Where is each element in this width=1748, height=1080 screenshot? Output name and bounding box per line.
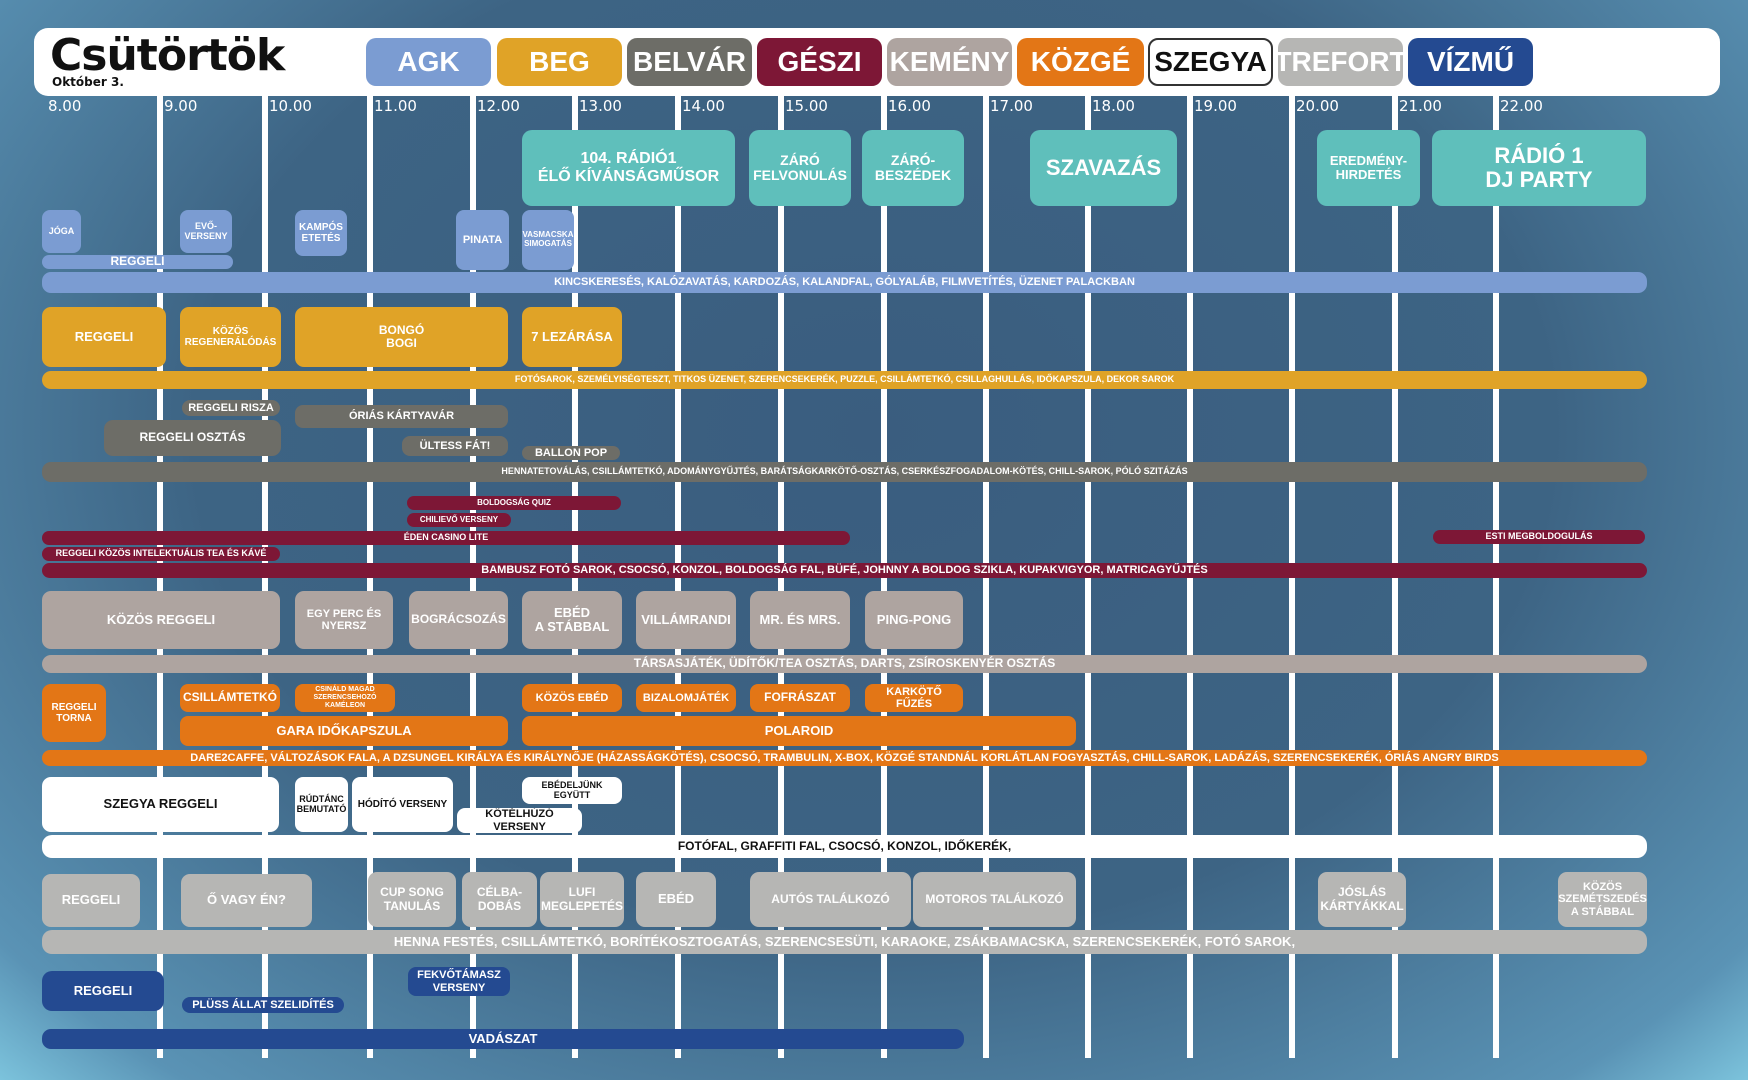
event-belvár-23[interactable]: HENNATETOVÁLÁS, CSILLÁMTETKÓ, ADOMÁNYGYŰ… — [42, 462, 1647, 482]
event-common-3[interactable]: SZAVAZÁS — [1030, 130, 1177, 206]
event-trefort-62[interactable]: JÓSLÁS KÁRTYÁKKAL — [1318, 872, 1406, 927]
day-title: Csütörtök — [50, 30, 285, 81]
event-közgé-41[interactable]: KÖZÖS EBÉD — [522, 684, 622, 712]
event-gészi-25[interactable]: CHILIEVŐ VERSENY — [407, 513, 511, 527]
event-trefort-63[interactable]: KÖZÖS SZEMÉTSZEDÉS A STÁBBAL — [1558, 872, 1647, 927]
event-common-1[interactable]: ZÁRÓ FELVONULÁS — [749, 130, 851, 206]
event-közgé-43[interactable]: FOFRÁSZAT — [750, 684, 850, 712]
event-agk-10[interactable]: VASMACSKA SIMOGATÁS — [522, 210, 574, 270]
event-trefort-56[interactable]: CUP SONG TANULÁS — [368, 872, 456, 927]
event-közgé-47[interactable]: DARE2CAFFE, VÁLTOZÁSOK FALA, A DZSUNGEL … — [42, 750, 1647, 766]
event-trefort-59[interactable]: EBÉD — [636, 872, 716, 927]
event-gészi-26[interactable]: ÉDEN CASINO LITE — [42, 531, 850, 545]
event-common-5[interactable]: RÁDIÓ 1 DJ PARTY — [1432, 130, 1646, 206]
event-vízmű-65[interactable]: REGGELI — [42, 971, 164, 1011]
hour-label-6: 14.00 — [682, 97, 725, 115]
hour-label-9: 17.00 — [990, 97, 1033, 115]
event-közgé-38[interactable]: REGGELI TORNA — [42, 684, 106, 742]
event-szegya-50[interactable]: HÓDÍTÓ VERSENY — [352, 777, 453, 832]
event-szegya-52[interactable]: KÖTÉLHÚZÓ VERSENY — [457, 808, 582, 833]
event-kemény-36[interactable]: PING-PONG — [865, 591, 963, 649]
event-agk-12[interactable]: KINCSKERESÉS, KALÓZAVATÁS, KARDOZÁS, KAL… — [42, 272, 1647, 293]
event-common-4[interactable]: EREDMÉNY- HIRDETÉS — [1317, 130, 1420, 206]
event-agk-8[interactable]: KAMPÓS ETETÉS — [295, 210, 347, 256]
event-kemény-37[interactable]: TÁRSASJÁTÉK, ÜDÍTŐK/TEA OSZTÁS, DARTS, Z… — [42, 655, 1647, 673]
event-gészi-27[interactable]: ESTI MEGBOLDOGULÁS — [1433, 530, 1645, 544]
event-agk-9[interactable]: PINATA — [456, 210, 509, 270]
day-date: Október 3. — [52, 75, 124, 89]
event-beg-17[interactable]: FOTÓSAROK, SZEMÉLYISÉGTESZT, TITKOS ÜZEN… — [42, 371, 1647, 389]
event-trefort-61[interactable]: MOTOROS TALÁLKOZÓ — [913, 872, 1076, 927]
event-common-2[interactable]: ZÁRÓ- BESZÉDEK — [862, 130, 964, 206]
event-kemény-30[interactable]: KÖZÖS REGGELI — [42, 591, 280, 649]
event-trefort-64[interactable]: HENNA FESTÉS, CSILLÁMTETKÓ, BORÍTÉKOSZTO… — [42, 930, 1647, 954]
hour-label-11: 19.00 — [1194, 97, 1237, 115]
event-közgé-45[interactable]: GARA IDŐKAPSZULA — [180, 716, 508, 746]
event-kemény-35[interactable]: MR. ÉS MRS. — [750, 591, 850, 649]
event-trefort-54[interactable]: REGGELI — [42, 874, 140, 927]
team-tab-2[interactable]: BELVÁR — [627, 38, 752, 86]
event-beg-16[interactable]: 7 LEZÁRÁSA — [522, 307, 622, 367]
event-belvár-19[interactable]: ÓRIÁS KÁRTYAVÁR — [295, 405, 508, 428]
event-trefort-60[interactable]: AUTÓS TALÁLKOZÓ — [750, 872, 911, 927]
hour-label-8: 16.00 — [888, 97, 931, 115]
hour-label-10: 18.00 — [1092, 97, 1135, 115]
event-agk-6[interactable]: JÓGA — [42, 210, 81, 253]
team-tab-4[interactable]: KEMÉNY — [887, 38, 1012, 86]
event-közgé-46[interactable]: POLAROID — [522, 716, 1076, 746]
event-szegya-51[interactable]: EBÉDELJÜNK EGYÜTT — [522, 777, 622, 804]
event-közgé-42[interactable]: BIZALOMJÁTÉK — [636, 684, 736, 712]
event-belvár-21[interactable]: ÜLTESS FÁT! — [402, 436, 508, 456]
event-trefort-57[interactable]: CÉLBA- DOBÁS — [462, 872, 537, 927]
event-vízmű-67[interactable]: FEKVŐTÁMASZ VERSENY — [408, 967, 510, 996]
event-gészi-29[interactable]: BAMBUSZ FOTÓ SAROK, CSOCSÓ, KONZOL, BOLD… — [42, 563, 1647, 578]
team-tab-0[interactable]: AGK — [366, 38, 491, 86]
event-beg-14[interactable]: KÖZÖS REGENERÁLÓDÁS — [180, 307, 281, 367]
event-vízmű-68[interactable]: VADÁSZAT — [42, 1029, 964, 1049]
hour-label-3: 11.00 — [374, 97, 417, 115]
event-trefort-55[interactable]: Ő VAGY ÉN? — [181, 874, 312, 927]
event-közgé-44[interactable]: KARKÖTŐ FŰZÉS — [865, 684, 963, 712]
event-agk-7[interactable]: EVŐ- VERSENY — [180, 210, 232, 253]
event-belvár-18[interactable]: REGGELI RISZA — [182, 400, 280, 416]
event-gészi-28[interactable]: REGGELI KÖZÖS INTELEKTUÁLIS TEA ÉS KÁVÉ — [42, 547, 280, 561]
hour-label-13: 21.00 — [1399, 97, 1442, 115]
event-trefort-58[interactable]: LUFI MEGLEPETÉS — [540, 872, 624, 927]
event-belvár-20[interactable]: REGGELI OSZTÁS — [104, 420, 281, 456]
hour-label-2: 10.00 — [269, 97, 312, 115]
team-tab-7[interactable]: TREFORT — [1274, 38, 1407, 86]
event-beg-13[interactable]: REGGELI — [42, 307, 166, 367]
event-szegya-53[interactable]: FOTÓFAL, GRAFFITI FAL, CSOCSÓ, KONZOL, I… — [42, 835, 1647, 858]
team-tab-5[interactable]: KÖZGÉ — [1017, 38, 1144, 86]
hour-label-5: 13.00 — [579, 97, 622, 115]
event-szegya-49[interactable]: RÚDTÁNC BEMUTATÓ — [295, 777, 348, 832]
hour-label-7: 15.00 — [785, 97, 828, 115]
hour-label-0: 8.00 — [48, 97, 82, 115]
event-belvár-22[interactable]: BALLON POP — [522, 446, 620, 460]
hour-label-12: 20.00 — [1296, 97, 1339, 115]
hour-label-1: 9.00 — [164, 97, 198, 115]
event-kemény-33[interactable]: EBÉD A STÁBBAL — [522, 591, 622, 649]
event-szegya-48[interactable]: SZEGYA REGGELI — [42, 777, 279, 832]
event-kemény-31[interactable]: EGY PERC ÉS NYERSZ — [295, 591, 393, 649]
team-tab-1[interactable]: BEG — [497, 38, 622, 86]
event-gészi-24[interactable]: BOLDOGSÁG QUIZ — [407, 496, 621, 510]
event-agk-11[interactable]: REGGELI — [42, 255, 233, 269]
hour-label-4: 12.00 — [477, 97, 520, 115]
event-közgé-39[interactable]: CSILLÁMTETKÓ — [180, 684, 280, 712]
team-tab-8[interactable]: VÍZMŰ — [1408, 38, 1533, 86]
team-tab-6[interactable]: SZEGYA — [1148, 38, 1273, 86]
event-kemény-34[interactable]: VILLÁMRANDI — [636, 591, 736, 649]
event-common-0[interactable]: 104. RÁDIÓ1 ÉLŐ KÍVÁNSÁGMŰSOR — [522, 130, 735, 206]
team-tab-3[interactable]: GÉSZI — [757, 38, 882, 86]
event-közgé-40[interactable]: CSINÁLD MAGAD SZERENCSEHOZÓ KAMÉLEON — [295, 684, 395, 712]
hour-label-14: 22.00 — [1500, 97, 1543, 115]
event-vízmű-66[interactable]: PLÜSS ÁLLAT SZELIDÍTÉS — [182, 997, 344, 1013]
event-kemény-32[interactable]: BOGRÁCSOZÁS — [409, 591, 508, 649]
event-beg-15[interactable]: BONGÓ BOGI — [295, 307, 508, 367]
